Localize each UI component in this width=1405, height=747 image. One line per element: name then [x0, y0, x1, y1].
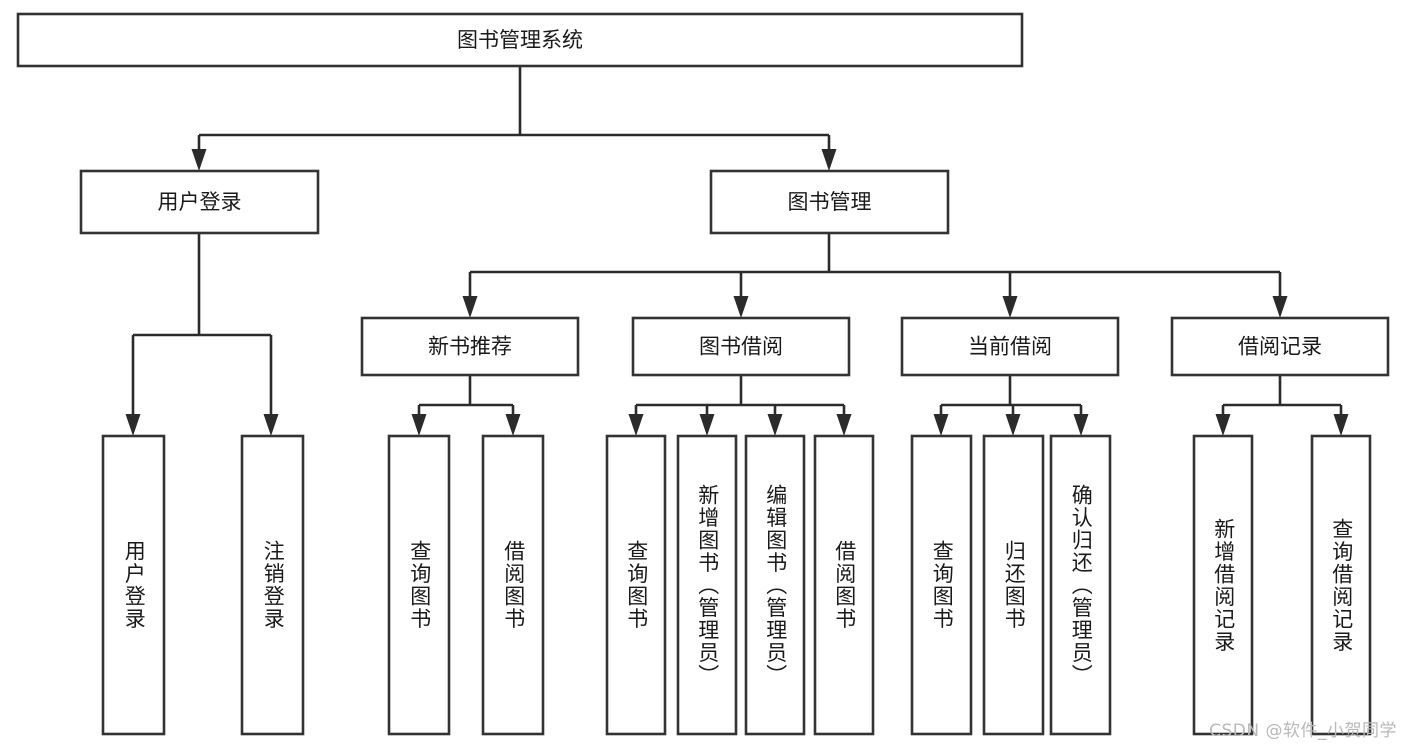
- leaf-drop-2-arrowhead: [628, 414, 644, 436]
- node-box-leaf-confirm-return-admin: [1049, 434, 1112, 736]
- book-mgmt-drop-2-arrowhead: [1002, 296, 1018, 318]
- node-box-leaf-add-book-admin: [676, 434, 738, 736]
- node-box-leaf-borrow-book-1: [481, 434, 545, 736]
- node-box-leaf-query-book-2: [605, 434, 667, 736]
- leaf-drop-8-arrowhead: [1073, 414, 1089, 436]
- user-login-drop-0-arrowhead: [125, 414, 141, 436]
- book-mgmt-drop-1-arrowhead: [733, 296, 749, 318]
- node-box-book-management: [709, 169, 950, 235]
- leaf-drop-6-arrowhead: [933, 414, 949, 436]
- node-box-leaf-query-book-1: [387, 434, 451, 736]
- node-label-current-borrow: 当前借阅: [968, 335, 1052, 359]
- node-box-root: [16, 12, 1024, 68]
- node-box-new-book-recommend: [360, 316, 580, 377]
- root-drop-0-arrowhead: [191, 149, 207, 171]
- user-login-drop-1-arrowhead: [263, 414, 279, 436]
- node-label-user-login: 用户登录: [158, 190, 242, 214]
- node-box-leaf-query-borrow-record: [1310, 434, 1372, 736]
- node-box-layer: [16, 12, 1390, 736]
- watermark-text: CSDN @软件_小贺同学: [1209, 721, 1397, 741]
- node-box-leaf-logout: [240, 434, 305, 736]
- leaf-drop-5-arrowhead: [836, 414, 852, 436]
- node-box-leaf-query-book-3: [910, 434, 973, 736]
- node-box-borrow-record: [1170, 316, 1390, 377]
- node-label-book-management: 图书管理: [788, 190, 872, 214]
- node-box-leaf-user-login: [101, 434, 166, 736]
- node-box-leaf-return-book: [982, 434, 1045, 736]
- node-label-root: 图书管理系统: [457, 28, 583, 52]
- node-label-book-borrow: 图书借阅: [699, 335, 783, 359]
- node-label-borrow-record: 借阅记录: [1238, 335, 1322, 359]
- node-label-new-book-recommend: 新书推荐: [428, 335, 512, 359]
- leaf-drop-3-arrowhead: [699, 414, 715, 436]
- node-box-leaf-borrow-book-2: [813, 434, 875, 736]
- connector-layer: [125, 66, 1349, 436]
- root-drop-1-arrowhead: [821, 149, 837, 171]
- leaf-drop-10-arrowhead: [1333, 414, 1349, 436]
- leaf-drop-0-arrowhead: [411, 414, 427, 436]
- node-box-leaf-add-borrow-record: [1192, 434, 1254, 736]
- book-mgmt-drop-0-arrowhead: [462, 296, 478, 318]
- node-box-leaf-edit-book-admin: [744, 434, 806, 736]
- node-box-book-borrow: [631, 316, 851, 377]
- leaf-drop-1-arrowhead: [505, 414, 521, 436]
- node-box-current-borrow: [900, 316, 1120, 377]
- book-mgmt-drop-3-arrowhead: [1272, 296, 1288, 318]
- node-box-user-login: [79, 169, 320, 235]
- leaf-drop-4-arrowhead: [767, 414, 783, 436]
- leaf-drop-9-arrowhead: [1215, 414, 1231, 436]
- leaf-drop-7-arrowhead: [1005, 414, 1021, 436]
